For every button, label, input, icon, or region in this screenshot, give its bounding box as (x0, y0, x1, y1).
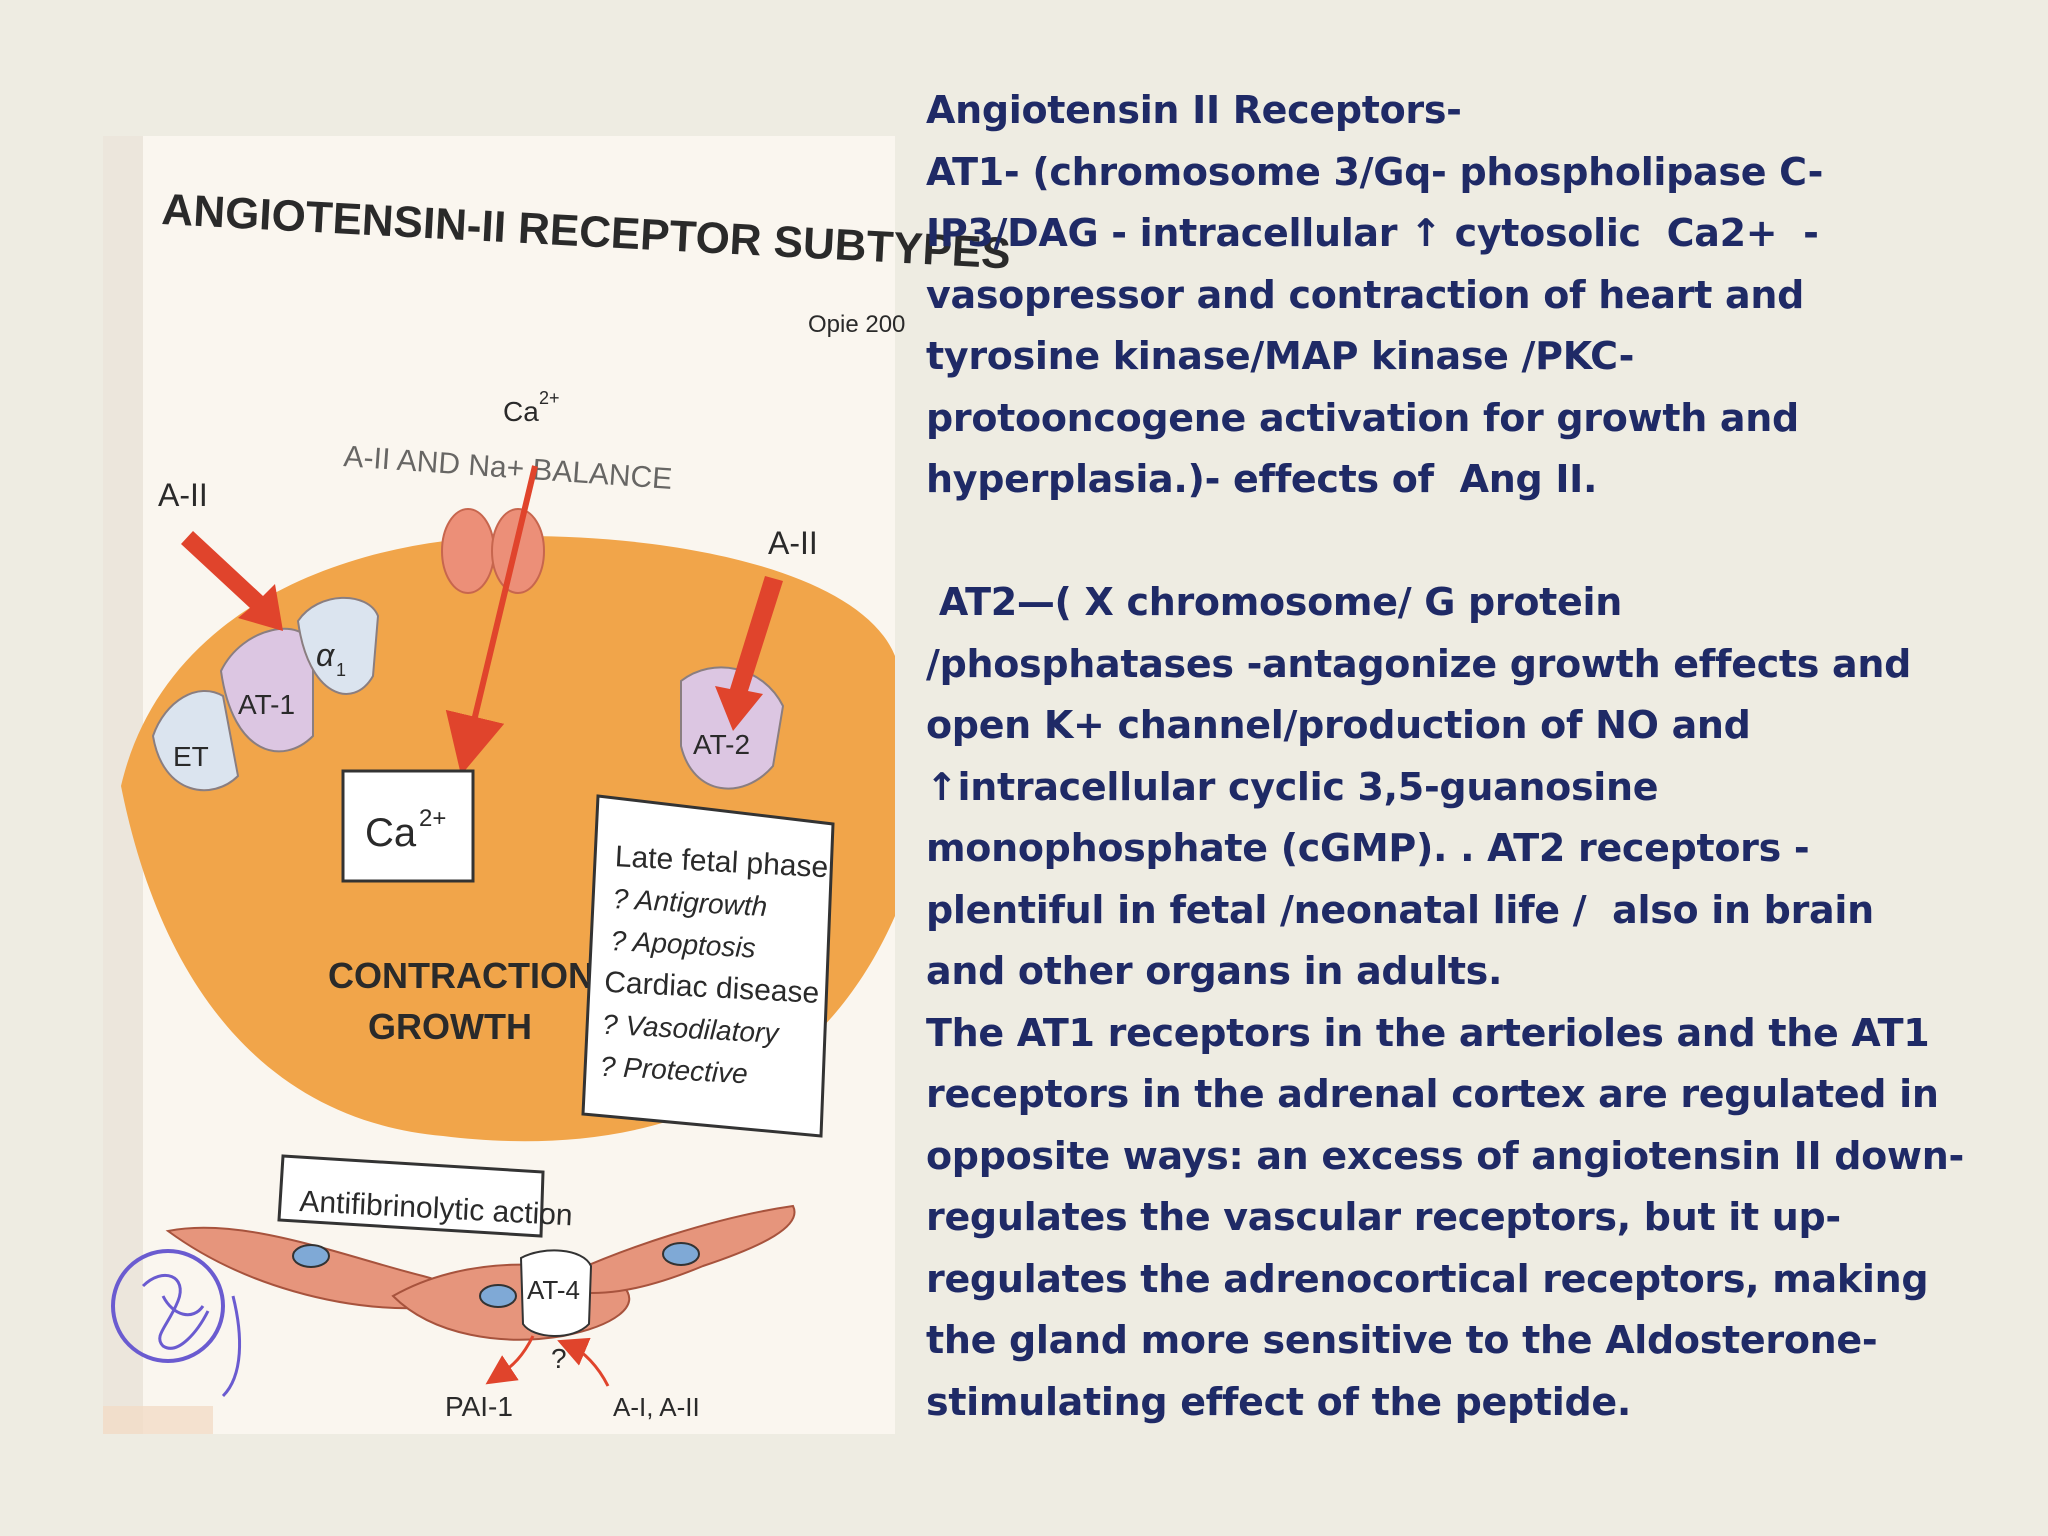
text-line: the gland more sensitive to the Aldoster… (926, 1318, 1878, 1362)
alpha-label: α (316, 637, 335, 673)
text-line: AT1- (chromosome 3/Gq- phospholipase C- (926, 149, 1824, 194)
et-label: ET (173, 741, 209, 772)
text-line: ↑intracellular cyclic 3,5-guanosine (926, 764, 1659, 809)
ca-top-sup: 2+ (539, 388, 560, 408)
ca-box (341, 769, 475, 883)
text-line: protooncogene activation for growth and (926, 395, 1799, 440)
text-line: open K+ channel/production of NO and (926, 703, 1751, 747)
late-fetal-box (581, 794, 835, 1138)
alpha-subscript: 1 (336, 660, 346, 680)
figure-credit: Opie 200 (808, 311, 905, 338)
ca-influx-arrow (445, 465, 538, 776)
growth-label: GROWTH (368, 1006, 532, 1047)
question-mark: ? (551, 1343, 567, 1374)
text-line: regulates the adrenocortical receptors, … (926, 1256, 1929, 1301)
channel-left (441, 508, 495, 594)
ca-top-label: Ca (503, 396, 539, 427)
pai1-label: PAI-1 (445, 1391, 513, 1422)
at2-paragraph: AT2—( X chromosome/ G protein/phosphatas… (926, 572, 2026, 1433)
ca-box-label: Ca (365, 811, 417, 855)
ai-aii-arrow (557, 1337, 610, 1387)
at4-label: AT-4 (527, 1275, 580, 1305)
stamp-signature (141, 1273, 241, 1398)
at1-paragraph: Angiotensin II Receptors- AT1- (chromosom… (926, 80, 2026, 511)
text-line: regulates the vascular receptors, but it… (926, 1195, 1841, 1239)
pai1-arrow (485, 1335, 535, 1385)
at1-label: AT-1 (238, 689, 295, 720)
text-line: monophosphate (cGMP). . AT2 receptors - (926, 826, 1810, 870)
a2-right-arrow (715, 576, 783, 731)
text-line: and other organs in adults. (926, 949, 1503, 993)
text-line: hyperplasia.)- effects of Ang II. (926, 457, 1598, 501)
nucleus-right (662, 1242, 700, 1266)
ca-box-sup: 2+ (419, 805, 446, 832)
text-line: tyrosine kinase/MAP kinase /PKC- (926, 334, 1635, 378)
text-column: Angiotensin II Receptors- AT1- (chromosom… (926, 80, 2026, 1433)
ai-aii-label: A-I, A-II (613, 1392, 700, 1422)
bleed-through-text: A-II AND Na+ BALANCE (343, 440, 674, 496)
a2-right-label: A-II (768, 525, 818, 561)
text-line: AT2—( X chromosome/ G protein (926, 580, 1622, 624)
figure-title: ANGIOTENSIN-II RECEPTOR SUBTYPES (160, 185, 1011, 278)
contraction-label: CONTRACTION (328, 955, 594, 996)
alpha1-receptor (296, 596, 380, 695)
channel-right (491, 508, 545, 594)
text-line: The AT1 receptors in the arterioles and … (926, 1010, 1930, 1055)
receptor-subtypes-figure: A-II AND Na+ BALANCE ANGIOTENSIN-II RECE… (103, 136, 1012, 1434)
text-line: IP3/DAG - intracellular ↑ cytosolic Ca2+… (926, 211, 1819, 255)
text-line: opposite ways: an excess of angiotensin … (926, 1133, 1964, 1178)
signature-stamp (111, 1249, 225, 1363)
at1-receptor (219, 627, 314, 753)
nucleus-left (292, 1244, 330, 1268)
text-line: Angiotensin II Receptors- (926, 88, 1462, 132)
at2-label: AT-2 (693, 729, 750, 760)
nucleus-middle (479, 1284, 517, 1308)
text-line: receptors in the adrenal cortex are regu… (926, 1072, 1939, 1116)
apoptosis-label: ? Apoptosis (610, 925, 757, 964)
at4-receptor (519, 1249, 593, 1337)
text-line: /phosphatases -antagonize growth effects… (926, 641, 1912, 686)
text-line: vasopressor and contraction of heart and (926, 272, 1804, 317)
protective-label: ? Protective (599, 1051, 748, 1090)
a2-left-arrow (181, 531, 283, 631)
a2-left-label: A-II (158, 477, 208, 513)
text-line: stimulating effect of the peptide. (926, 1379, 1631, 1424)
et-receptor (151, 690, 240, 792)
text-line: plentiful in fetal /neonatal life / also… (926, 887, 1874, 932)
caption-fragment (103, 1406, 213, 1434)
antifibrinolytic-box (277, 1154, 545, 1238)
